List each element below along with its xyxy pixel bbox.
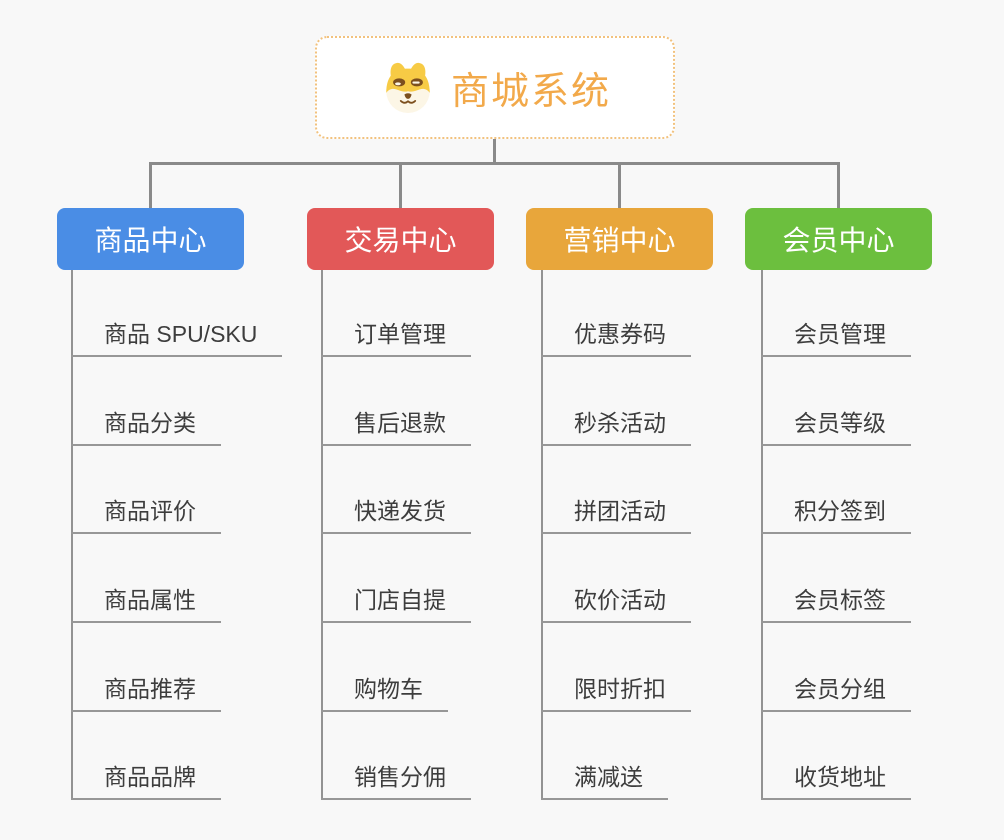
- branch-trunk: [321, 270, 323, 800]
- connector-drop: [149, 162, 152, 208]
- leaf-node[interactable]: 会员分组: [761, 676, 911, 712]
- root-label: 商城系统: [450, 71, 611, 113]
- root-node[interactable]: 商城系统: [315, 36, 675, 139]
- leaf-node[interactable]: 积分签到: [761, 498, 911, 534]
- leaf-node[interactable]: 商品分类: [71, 410, 221, 446]
- connector-root-stem: [493, 139, 496, 164]
- leaf-node[interactable]: 商品属性: [71, 587, 221, 623]
- leaf-node[interactable]: 满减送: [541, 764, 668, 800]
- leaf-node[interactable]: 售后退款: [321, 410, 471, 446]
- leaf-node[interactable]: 限时折扣: [541, 676, 691, 712]
- leaf-node[interactable]: 拼团活动: [541, 498, 691, 534]
- leaf-node[interactable]: 快递发货: [321, 498, 471, 534]
- leaf-node[interactable]: 砍价活动: [541, 587, 691, 623]
- branch-trunk: [541, 270, 543, 800]
- leaf-node[interactable]: 秒杀活动: [541, 410, 691, 446]
- branch-trunk: [71, 270, 73, 800]
- leaf-node[interactable]: 会员等级: [761, 410, 911, 446]
- leaf-node[interactable]: 优惠券码: [541, 321, 691, 357]
- branch-node-trade-center[interactable]: 交易中心: [307, 208, 494, 270]
- connector-drop: [618, 162, 621, 208]
- leaf-node[interactable]: 商品推荐: [71, 676, 221, 712]
- connector-drop: [837, 162, 840, 208]
- branch-node-marketing-center[interactable]: 营销中心: [526, 208, 713, 270]
- leaf-node[interactable]: 门店自提: [321, 587, 471, 623]
- branch-node-member-center[interactable]: 会员中心: [745, 208, 932, 270]
- leaf-node[interactable]: 收货地址: [761, 764, 911, 800]
- dog-face-icon: [386, 62, 430, 113]
- leaf-node[interactable]: 订单管理: [321, 321, 471, 357]
- branch-node-product-center[interactable]: 商品中心: [57, 208, 244, 270]
- leaf-node[interactable]: 会员管理: [761, 321, 911, 357]
- leaf-node[interactable]: 销售分佣: [321, 764, 471, 800]
- leaf-node[interactable]: 商品品牌: [71, 764, 221, 800]
- leaf-node[interactable]: 商品评价: [71, 498, 221, 534]
- connector-drop: [399, 162, 402, 208]
- branch-trunk: [761, 270, 763, 800]
- leaf-node[interactable]: 会员标签: [761, 587, 911, 623]
- leaf-node[interactable]: 商品 SPU/SKU: [71, 321, 283, 357]
- connector-horizontal-bar: [149, 162, 840, 165]
- leaf-node[interactable]: 购物车: [321, 676, 448, 712]
